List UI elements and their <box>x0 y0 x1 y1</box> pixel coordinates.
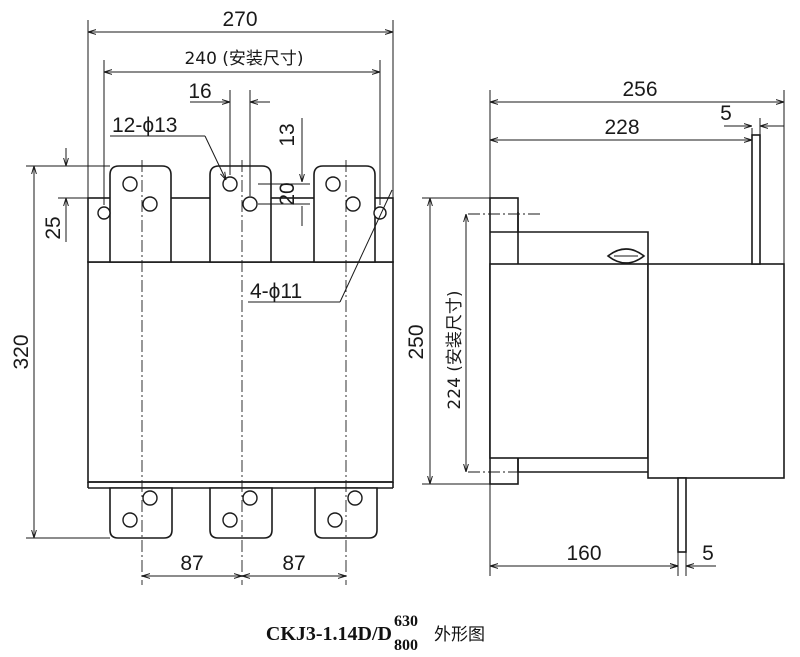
dim-base-depth: 160 <box>566 542 601 565</box>
side-terminal-top <box>751 134 761 265</box>
bottom-terminals <box>109 487 378 539</box>
caption-rating-upper: 630 <box>394 613 418 630</box>
side-coil-window <box>606 248 646 264</box>
dim-terminal-holes: 12-ϕ13 <box>112 114 177 137</box>
dim-terminal-width: 16 <box>188 80 211 103</box>
dim-hole-offset-top: 13 <box>276 123 299 146</box>
dim-depth-body: 228 <box>604 116 639 139</box>
dim-depth-overall: 256 <box>622 78 657 101</box>
side-main-body <box>489 263 649 459</box>
side-rear-cover <box>647 263 785 479</box>
caption-rating-lower: 800 <box>394 637 418 654</box>
caption-model: CKJ3-1.14D/D <box>266 623 392 645</box>
drawing-caption: CKJ3-1.14D/D 630 800 外形图 <box>266 613 485 654</box>
dim-height: 320 <box>10 334 33 369</box>
front-view: 270 240 (安装尺寸) 16 12-ϕ13 13 20 25 <box>10 8 394 585</box>
dim-pitch-right: 87 <box>282 552 305 575</box>
mount-hole-right <box>373 206 387 220</box>
dim-terminal-thickness-bottom: 5 <box>702 542 714 565</box>
side-terminal-bottom <box>677 477 687 553</box>
dim-mount-offset: 25 <box>42 216 65 239</box>
caption-suffix: 外形图 <box>434 625 485 645</box>
dim-mount-holes: 4-ϕ11 <box>250 280 302 303</box>
front-main-body <box>87 261 394 483</box>
dim-mount-height: 224 (安装尺寸) <box>445 290 465 409</box>
side-view: 256 228 5 250 224 (安装尺寸) 160 5 <box>405 78 785 576</box>
dim-side-height: 250 <box>405 324 428 359</box>
mount-hole-left <box>97 206 111 220</box>
top-terminals <box>109 165 376 263</box>
dim-pitch-left: 87 <box>180 552 203 575</box>
dim-hole-offset-mid: 20 <box>276 182 299 205</box>
dim-mount-width: 240 (安装尺寸) <box>184 49 303 69</box>
dim-terminal-thickness-top: 5 <box>720 102 732 125</box>
dim-overall-width: 270 <box>222 8 257 31</box>
